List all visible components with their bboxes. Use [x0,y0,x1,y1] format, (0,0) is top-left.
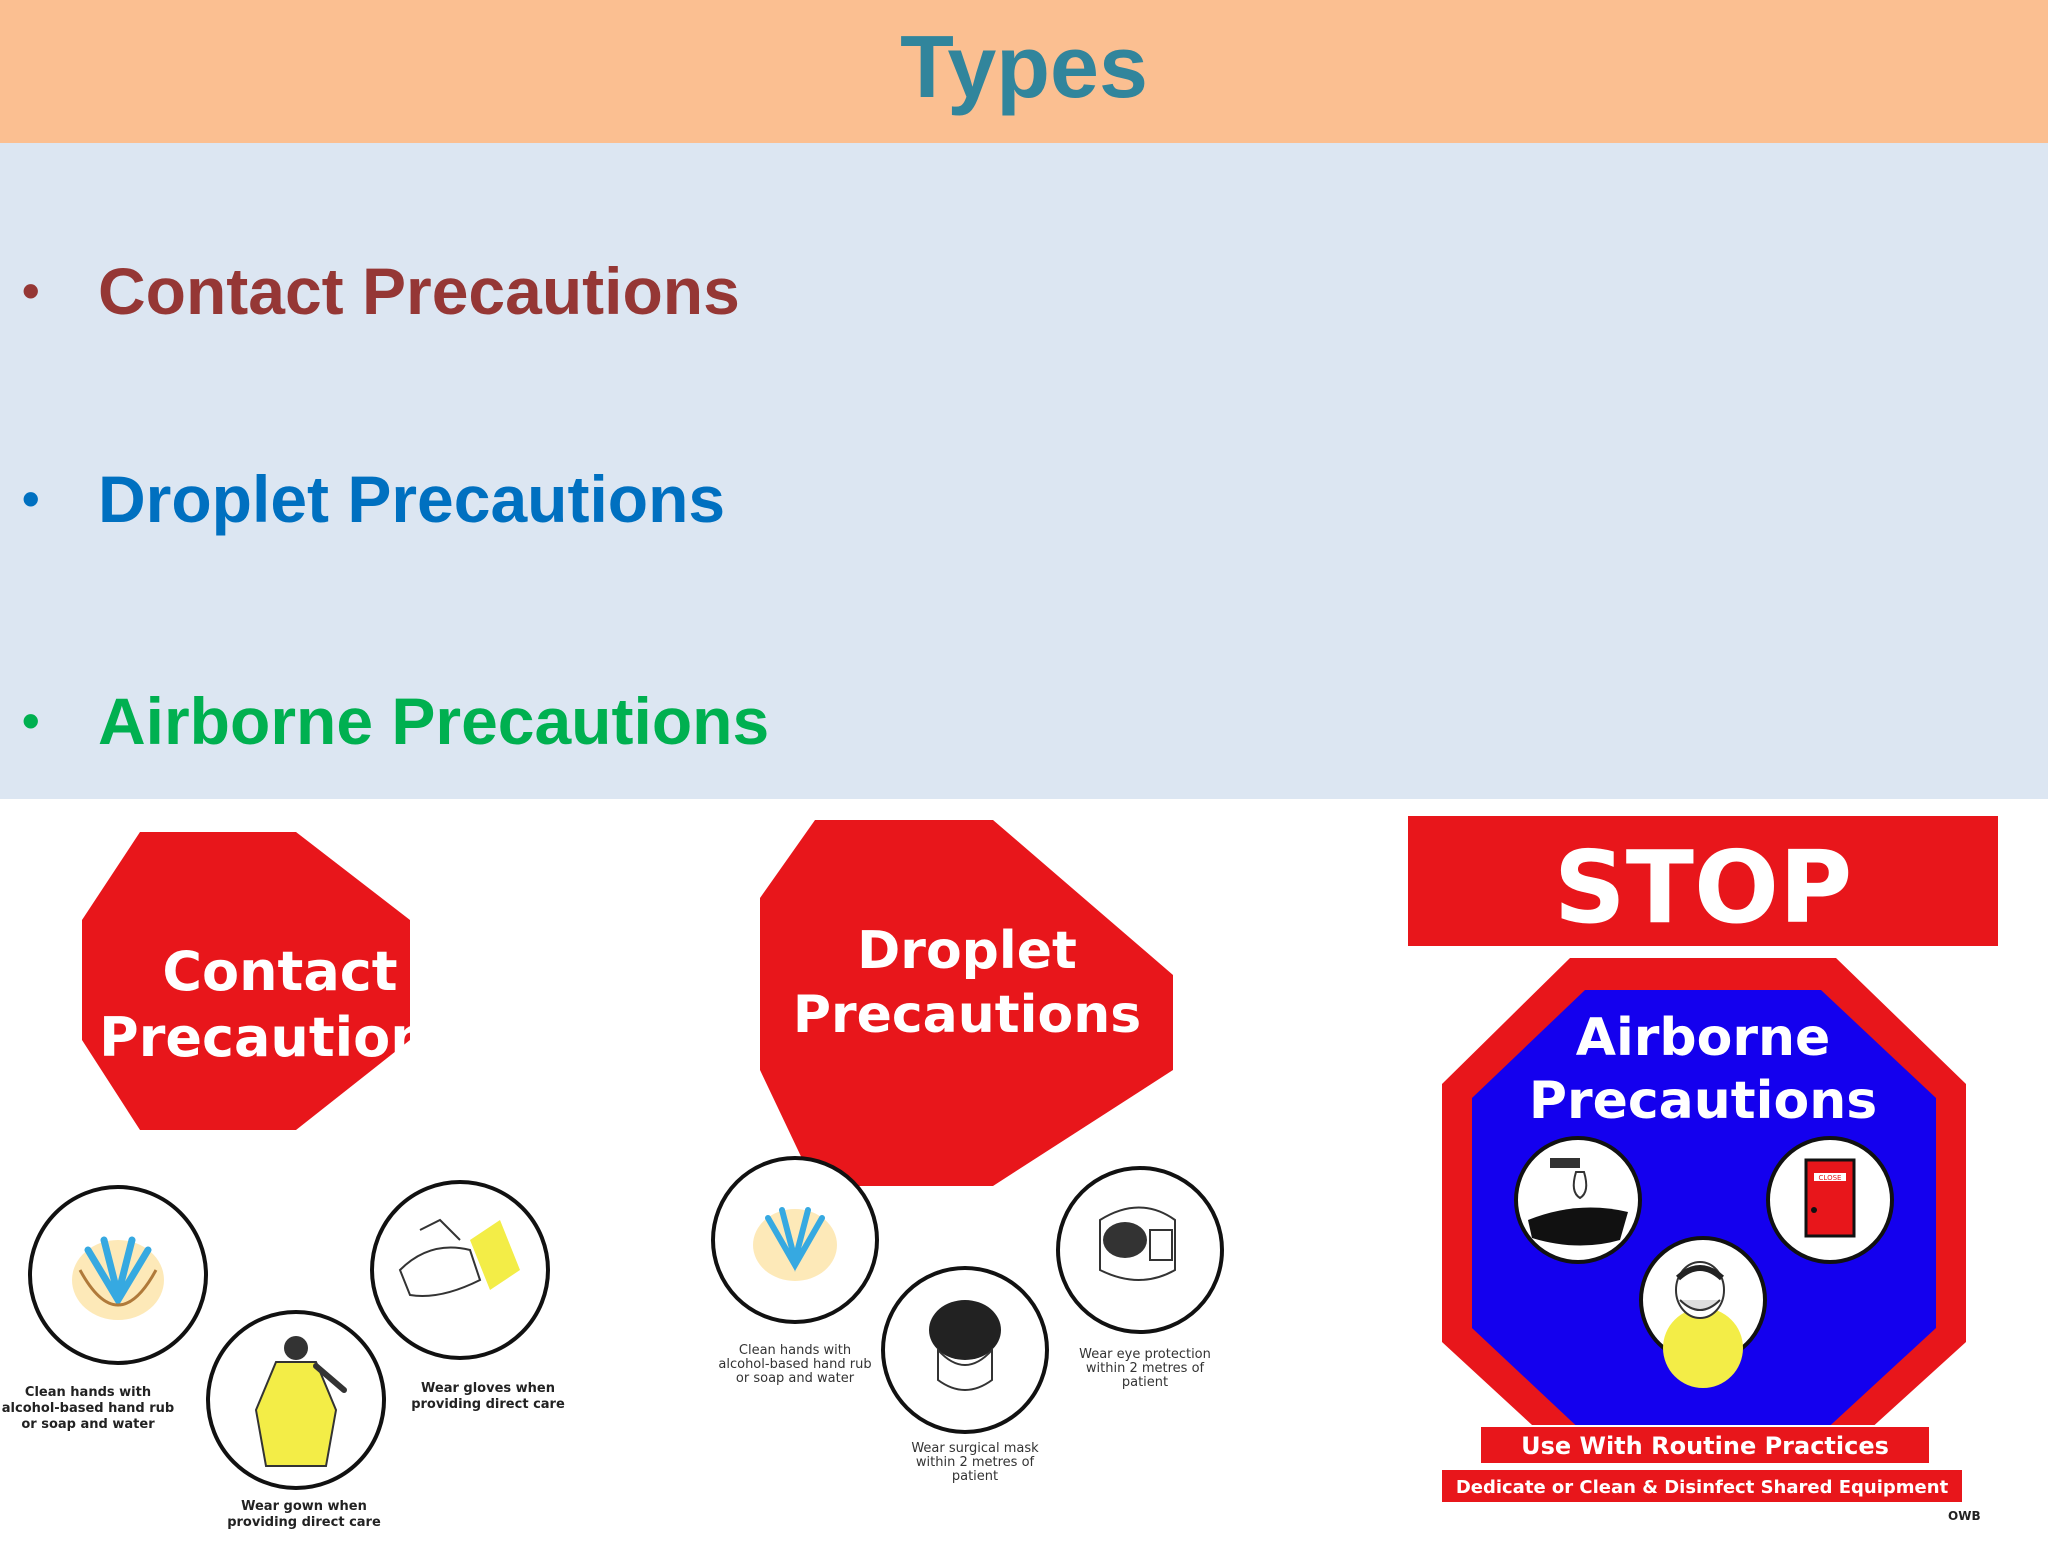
sign-title-line1: Contact [162,940,397,1003]
hand-rub-icon [711,1156,879,1324]
caption-gloves: Wear gloves when [421,1381,555,1396]
routine-practices-banner [1479,1425,1931,1465]
sign-title-line2: Precautions [99,1006,461,1069]
surgical-mask-icon [881,1266,1049,1434]
caption-hand-rub: Clean hands with [739,1343,851,1358]
caption-surgical-mask: patient [952,1469,998,1484]
caption-hand-rub: alcohol-based hand rub [2,1401,174,1416]
droplet-precautions-sign: Droplet Precautions Clean hands with alc… [680,800,1260,1536]
shared-equipment-text: Dedicate or Clean & Disinfect Shared Equ… [1456,1477,1949,1498]
list-item-droplet: • Droplet Precautions [22,461,725,537]
caption-gown: providing direct care [227,1515,381,1530]
caption-eye-protection: within 2 metres of [1086,1361,1205,1376]
eye-protection-icon [1056,1166,1224,1334]
list-item-label: Droplet Precautions [98,462,726,536]
stop-banner [1408,816,1998,946]
caption-hand-rub: alcohol-based hand rub [718,1357,871,1372]
caption-gown: Wear gown when [241,1499,367,1514]
contact-precautions-sign: Contact Precautions Clean hands with alc… [0,800,580,1536]
precautions-list: • Contact Precautions • Droplet Precauti… [0,143,2048,799]
caption-hand-rub: Clean hands with [25,1385,151,1400]
closed-door-icon: CLOSE [1766,1136,1894,1264]
stop-octagon [82,832,410,1130]
caption-hand-rub: or soap and water [21,1417,155,1432]
sign-title-line1: Droplet [857,921,1077,981]
respirator-mask-icon [1639,1236,1767,1388]
caption-hand-rub: or soap and water [736,1371,855,1386]
slide-title: Types [900,16,1148,116]
sign-title-line2: Precautions [1529,1071,1877,1131]
sign-title-line2: Precautions [793,985,1141,1045]
list-item-contact: • Contact Precautions [22,253,740,329]
stop-octagon [760,820,1173,1186]
caption-surgical-mask: within 2 metres of [916,1455,1035,1470]
list-item-label: Airborne Precautions [98,684,770,758]
hand-rub-icon [28,1185,208,1365]
stop-text: STOP [1554,829,1853,946]
bullet-icon: • [22,693,40,749]
caption-eye-protection: Wear eye protection [1079,1347,1211,1362]
list-item-airborne: • Airborne Precautions [22,683,769,759]
blue-octagon [1472,990,1936,1434]
caption-eye-protection: patient [1122,1375,1168,1390]
door-label: CLOSE [1819,1174,1842,1182]
airborne-precautions-sign: STOP Airborne Precautions CLOSE Use With… [1380,800,2028,1536]
gloves-icon [370,1180,550,1360]
routine-practices-text: Use With Routine Practices [1521,1432,1889,1460]
caption-surgical-mask: Wear surgical mask [911,1441,1039,1456]
sign-title-line1: Airborne [1576,1008,1831,1068]
bullet-icon: • [22,471,40,527]
list-item-label: Contact Precautions [98,254,740,328]
bullet-icon: • [22,263,40,319]
gown-icon [206,1310,386,1490]
shared-equipment-banner [1442,1470,1962,1502]
caption-gloves: providing direct care [411,1397,565,1412]
title-bar: Types [0,0,2048,143]
publisher-logo: OWB [1948,1509,1981,1523]
hand-sanitizer-icon [1514,1136,1642,1264]
